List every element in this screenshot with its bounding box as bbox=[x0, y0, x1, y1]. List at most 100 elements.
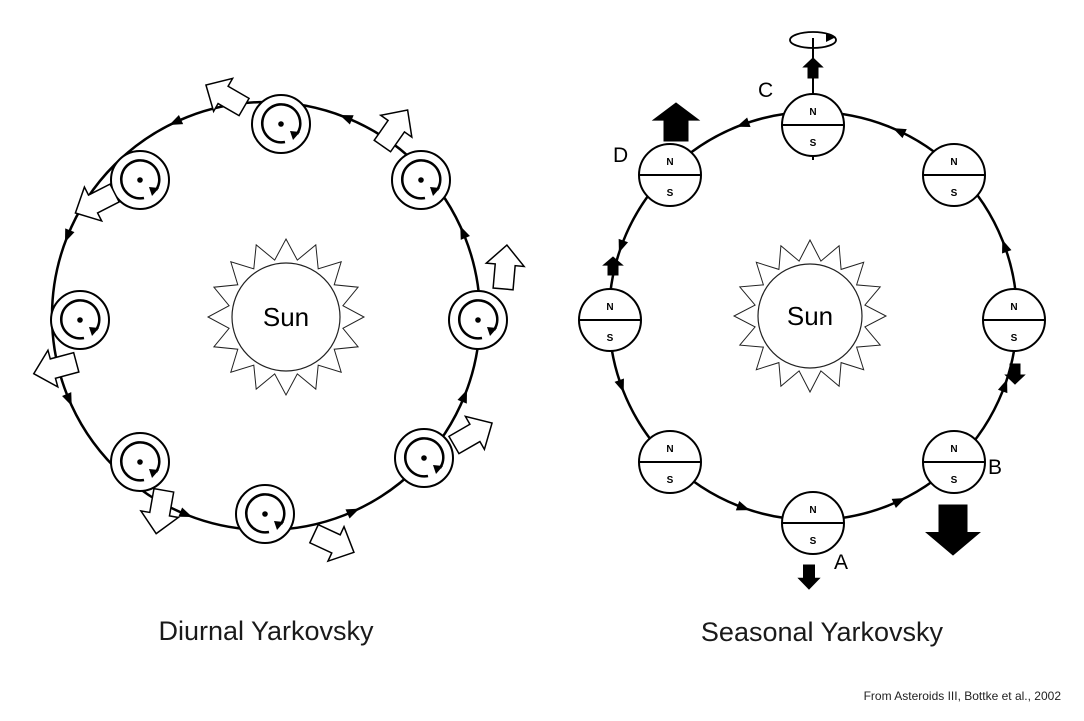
rotation-arrowhead bbox=[89, 327, 99, 336]
south-pole-label: S bbox=[951, 188, 958, 199]
seasonal-orbit-arrow bbox=[735, 500, 750, 511]
rotation-center-dot bbox=[418, 177, 424, 183]
seasonal-thermal-force-arrows bbox=[602, 57, 1026, 590]
rotation-arc bbox=[119, 159, 161, 200]
south-pole-label: S bbox=[951, 475, 958, 486]
rotation-arc bbox=[244, 493, 286, 534]
position-label-a: A bbox=[834, 551, 848, 574]
diurnal-body bbox=[110, 150, 170, 210]
rotation-arrowhead bbox=[430, 187, 440, 196]
seasonal-orbit-arrow bbox=[891, 497, 906, 508]
diurnal-orbit-arrow bbox=[178, 507, 193, 518]
seasonal-force-arrow-d bbox=[651, 102, 701, 142]
south-pole-label: S bbox=[810, 138, 817, 149]
seasonal-body: NS bbox=[578, 288, 642, 352]
position-label-c: C bbox=[758, 79, 773, 102]
north-pole-label: N bbox=[809, 107, 816, 118]
rotation-center-dot bbox=[137, 459, 143, 465]
diurnal-rotating-bodies bbox=[50, 94, 508, 544]
seasonal-orbit-arrow bbox=[892, 128, 907, 139]
seasonal-sun-disk bbox=[757, 263, 863, 369]
diurnal-force-arrow bbox=[308, 523, 355, 563]
rotation-center-dot bbox=[475, 317, 481, 323]
seasonal-sun-icon: Sun bbox=[732, 238, 888, 394]
rotation-arc bbox=[260, 103, 302, 144]
seasonal-force-arrow-right bbox=[1004, 363, 1026, 385]
diurnal-body bbox=[50, 290, 110, 350]
diurnal-orbit-arrow bbox=[64, 228, 75, 243]
north-pole-label: N bbox=[1010, 302, 1017, 313]
diurnal-body bbox=[391, 150, 451, 210]
diurnal-caption: Diurnal Yarkovsky bbox=[158, 616, 374, 646]
south-pole-label: S bbox=[667, 475, 674, 486]
seasonal-body: NS bbox=[922, 143, 986, 207]
seasonal-body: NS bbox=[638, 430, 702, 494]
seasonal-orbit-arrow bbox=[997, 379, 1008, 394]
seasonal-orbit-arrow bbox=[1002, 239, 1012, 254]
south-pole-label: S bbox=[667, 188, 674, 199]
rotation-center-dot bbox=[278, 121, 284, 127]
seasonal-force-arrow-a bbox=[797, 564, 821, 590]
north-pole-label: N bbox=[950, 444, 957, 455]
diurnal-thermal-force-arrows bbox=[32, 77, 526, 563]
position-label-d: D bbox=[613, 144, 628, 167]
rotation-arc bbox=[457, 299, 499, 340]
diurnal-body bbox=[251, 94, 311, 154]
seasonal-force-arrow-b bbox=[925, 504, 981, 556]
rotation-arrowhead bbox=[274, 521, 284, 530]
diurnal-orbit-arrow bbox=[460, 225, 470, 240]
seasonal-caption: Seasonal Yarkovsky bbox=[701, 617, 944, 647]
rotation-center-dot bbox=[262, 511, 268, 517]
rotation-arrowhead bbox=[149, 187, 159, 196]
seasonal-orbit-arrow bbox=[614, 378, 624, 393]
diurnal-force-arrow bbox=[139, 487, 181, 535]
north-pole-label: N bbox=[666, 157, 673, 168]
diurnal-orbit-arrow bbox=[169, 115, 184, 126]
diurnal-body bbox=[394, 428, 454, 488]
diurnal-orbit-arrow bbox=[457, 389, 468, 404]
rotation-center-dot bbox=[421, 455, 427, 461]
seasonal-body: NS bbox=[982, 288, 1046, 352]
source-credit: From Asteroids III, Bottke et al., 2002 bbox=[864, 689, 1062, 703]
diurnal-orbit-arrow bbox=[62, 392, 72, 407]
rotation-arc bbox=[59, 299, 101, 340]
diurnal-orbit-arrow bbox=[345, 508, 360, 519]
seasonal-body: NS bbox=[638, 143, 702, 207]
south-pole-label: S bbox=[607, 333, 614, 344]
rotation-arrowhead bbox=[149, 469, 159, 478]
seasonal-force-arrow-c bbox=[802, 57, 824, 79]
north-pole-label: N bbox=[950, 157, 957, 168]
seasonal-force-arrow-left bbox=[602, 256, 624, 276]
position-label-b: B bbox=[988, 456, 1002, 479]
seasonal-sun-label: Sun bbox=[787, 301, 833, 331]
seasonal-body: NS bbox=[781, 491, 845, 555]
diurnal-sun-label: Sun bbox=[263, 302, 309, 332]
rotation-arc bbox=[403, 437, 445, 478]
seasonal-body: NS bbox=[922, 430, 986, 494]
diurnal-body bbox=[110, 432, 170, 492]
rotation-arc bbox=[119, 441, 161, 482]
rotation-arc bbox=[400, 159, 442, 200]
seasonal-body: NS bbox=[781, 93, 845, 157]
south-pole-label: S bbox=[1011, 333, 1018, 344]
diurnal-force-arrow bbox=[74, 183, 121, 223]
diurnal-force-arrow bbox=[205, 77, 251, 117]
diurnal-sun-icon: Sun bbox=[206, 237, 366, 397]
rotation-center-dot bbox=[137, 177, 143, 183]
diurnal-force-arrow bbox=[373, 109, 413, 153]
north-pole-label: N bbox=[666, 444, 673, 455]
diurnal-body bbox=[448, 290, 508, 350]
diurnal-force-arrow bbox=[484, 244, 526, 291]
south-pole-label: S bbox=[810, 536, 817, 547]
diurnal-body bbox=[235, 484, 295, 544]
diurnal-force-arrow bbox=[447, 415, 493, 455]
diurnal-panel: Sun Diurnal Yarkovsky bbox=[32, 77, 526, 646]
rotation-center-dot bbox=[77, 317, 83, 323]
rotation-arrowhead bbox=[433, 465, 443, 474]
diurnal-orbit-arrow bbox=[339, 114, 354, 125]
diurnal-orbit-direction-arrows bbox=[62, 114, 470, 519]
